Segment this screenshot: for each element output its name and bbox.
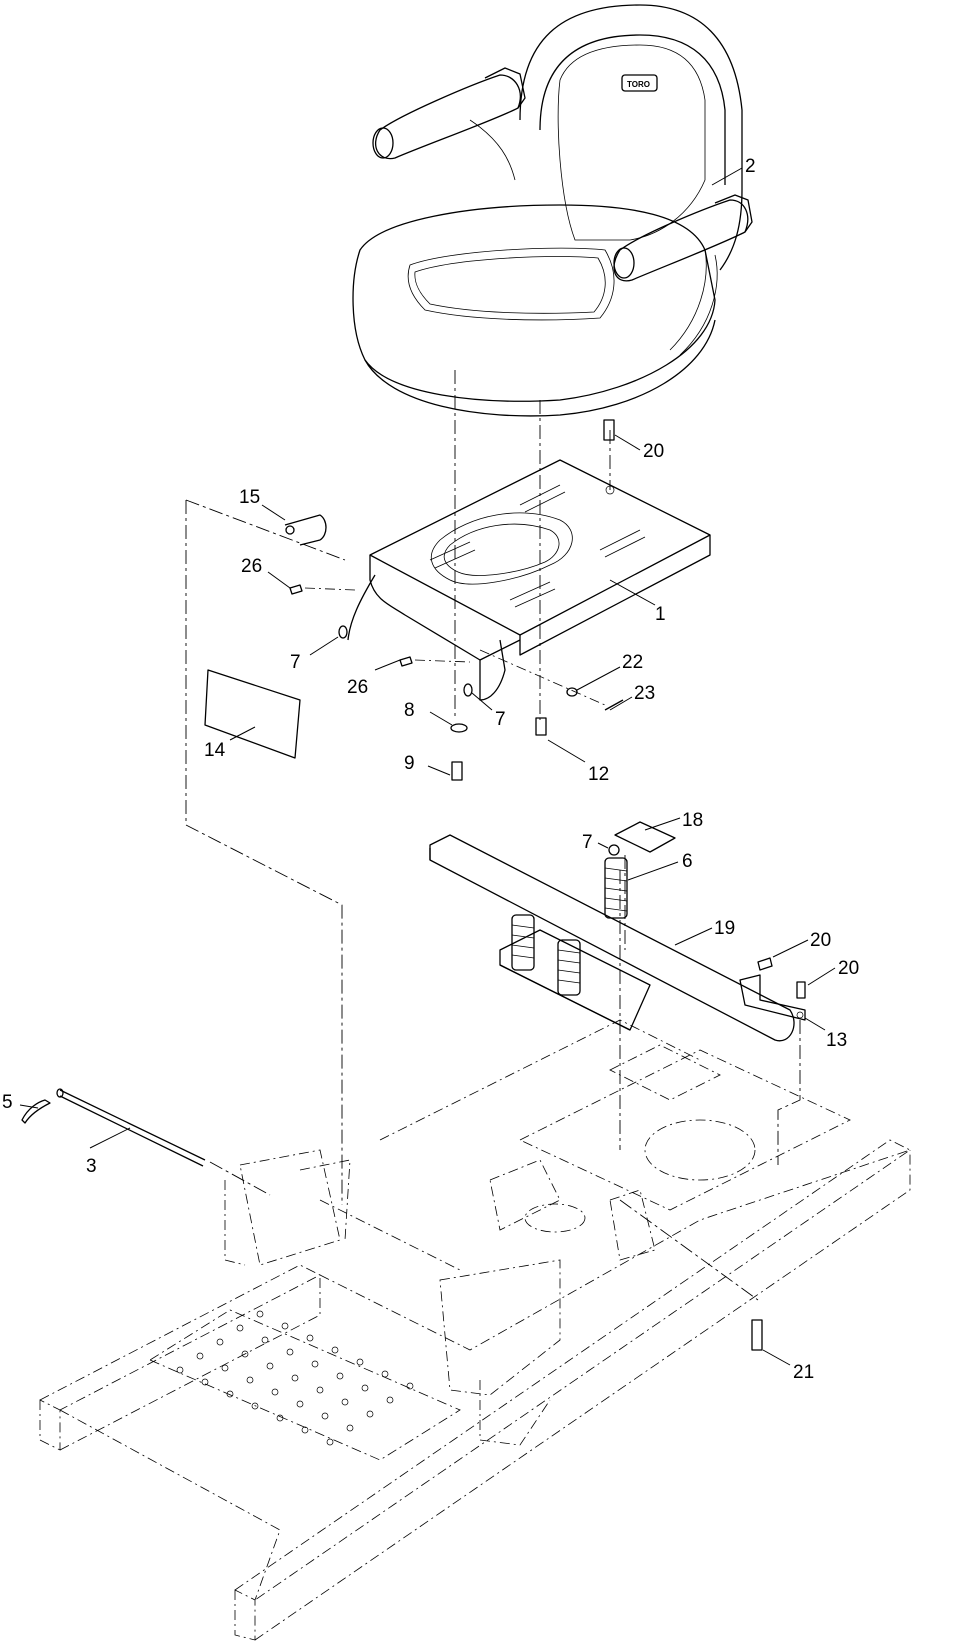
callout-1: 1 <box>655 604 666 625</box>
suspension-assembly <box>429 821 806 1042</box>
callout-7-spring: 7 <box>582 832 593 853</box>
callout-23: 23 <box>634 683 655 704</box>
callout-6: 6 <box>682 851 693 872</box>
rod-3 <box>21 1088 206 1167</box>
callout-22: 22 <box>622 652 643 673</box>
right-armrest <box>613 194 753 356</box>
callout-8: 8 <box>404 700 415 721</box>
toro-logo <box>621 74 658 92</box>
callout-26-top: 26 <box>241 556 262 577</box>
logo-text: TORO <box>627 80 650 89</box>
callout-18: 18 <box>682 810 703 831</box>
callout-19: 19 <box>714 918 735 939</box>
callout-14: 14 <box>204 740 226 761</box>
callout-26-bottom: 26 <box>347 677 368 698</box>
callout-7-right: 7 <box>495 709 506 730</box>
callout-20-mid: 20 <box>810 930 831 951</box>
callout-21: 21 <box>793 1362 814 1383</box>
callout-13: 13 <box>826 1030 847 1051</box>
callout-5: 5 <box>2 1092 13 1113</box>
callouts: 1 2 3 5 6 7 7 7 8 9 12 13 14 15 18 19 20… <box>2 156 859 1383</box>
callout-7-left: 7 <box>290 652 301 673</box>
springs <box>511 857 628 996</box>
callout-20-right: 20 <box>838 958 859 979</box>
callout-2: 2 <box>745 156 756 177</box>
leader-lines <box>19 167 836 1366</box>
bolt-21 <box>751 1319 763 1351</box>
callout-20-top: 20 <box>643 441 664 462</box>
callout-3: 3 <box>86 1156 97 1177</box>
seat: TORO <box>352 4 753 417</box>
seat-plate <box>347 459 711 701</box>
callout-15: 15 <box>239 487 260 508</box>
hardware-plate <box>284 419 624 781</box>
left-armrest <box>372 67 526 181</box>
decal-14 <box>204 669 301 759</box>
callout-12: 12 <box>588 764 609 785</box>
callout-9: 9 <box>404 753 415 774</box>
frame <box>39 1019 911 1641</box>
vent-holes <box>176 1310 414 1446</box>
